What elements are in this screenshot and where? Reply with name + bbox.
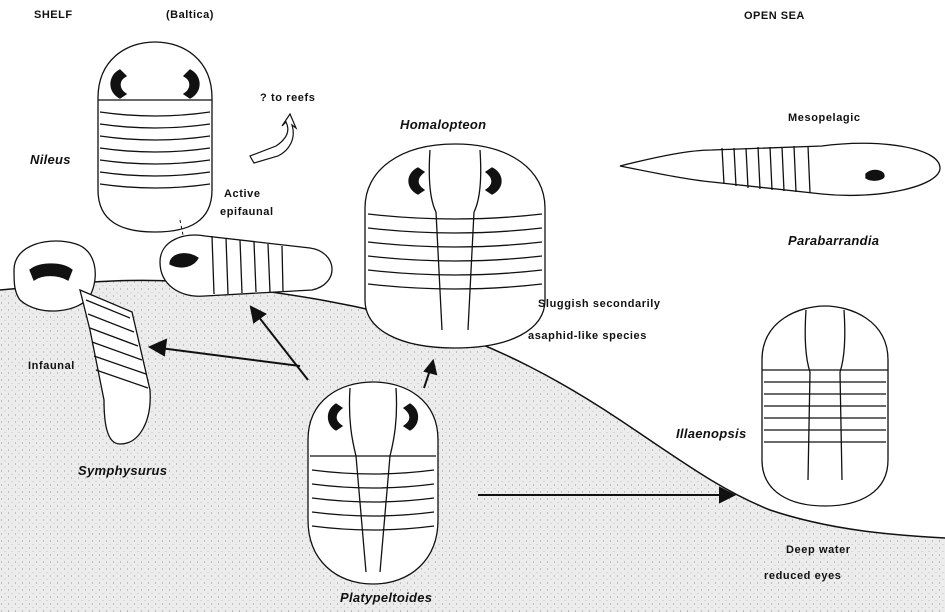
- illaenopsis-trilobite: [762, 306, 888, 506]
- nileus-label: Nileus: [30, 152, 71, 167]
- mesopelagic-note: Mesopelagic: [788, 112, 861, 124]
- baltica-header: (Baltica): [166, 9, 214, 21]
- parabarrandia-trilobite: [620, 143, 940, 195]
- platypeltoides-label: Platypeltoides: [340, 590, 432, 605]
- illaenopsis-label: Illaenopsis: [676, 426, 747, 441]
- homalopteon-trilobite: [365, 144, 545, 348]
- parabarrandia-label: Parabarrandia: [788, 233, 879, 248]
- platypeltoides-trilobite: [308, 382, 438, 584]
- active-note: Active: [224, 188, 261, 200]
- open-sea-header: OPEN SEA: [744, 10, 805, 22]
- nileus-trilobite: [98, 42, 212, 232]
- deep-water-note: Deep water: [786, 544, 851, 556]
- reefs-arrow: [250, 114, 296, 163]
- active-epifaunal-trilobite: [160, 235, 332, 296]
- symphysurus-label: Symphysurus: [78, 463, 167, 478]
- shelf-header: SHELF: [34, 9, 73, 21]
- sluggish-note: Sluggish secondarily: [538, 298, 661, 310]
- asaphid-note: asaphid-like species: [528, 330, 647, 342]
- infaunal-note: Infaunal: [28, 360, 75, 372]
- to-reefs-note: ? to reefs: [260, 92, 316, 104]
- epifaunal-note: epifaunal: [220, 206, 274, 218]
- homalopteon-label: Homalopteon: [400, 117, 486, 132]
- reduced-eyes-note: reduced eyes: [764, 570, 842, 582]
